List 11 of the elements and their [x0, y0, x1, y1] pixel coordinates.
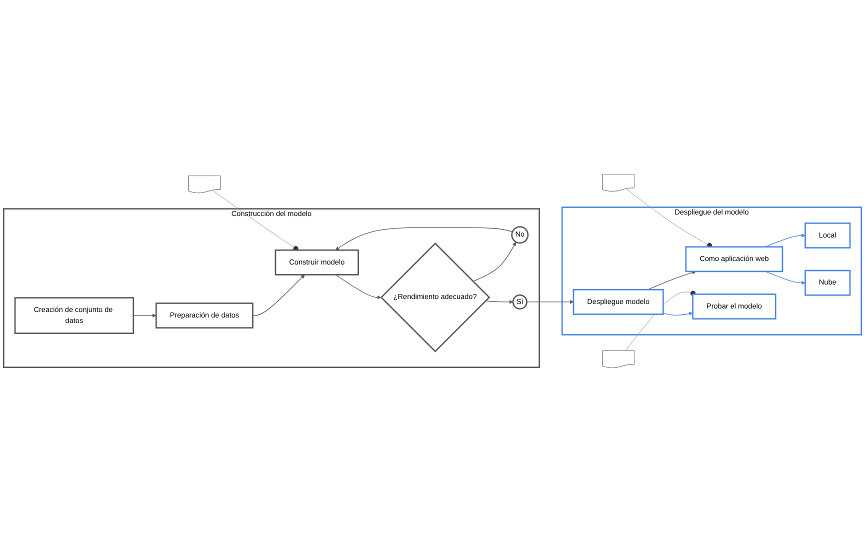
arrow: [335, 274, 382, 300]
arrow: [662, 312, 693, 316]
arrow: [252, 274, 305, 316]
arrow: [764, 271, 806, 285]
arrow: [764, 233, 806, 248]
arrow: [647, 270, 696, 290]
arrow: [133, 314, 156, 318]
arrow: [485, 300, 514, 304]
arrow: [335, 227, 513, 250]
arrow: [472, 242, 516, 282]
arrow: [526, 300, 574, 304]
